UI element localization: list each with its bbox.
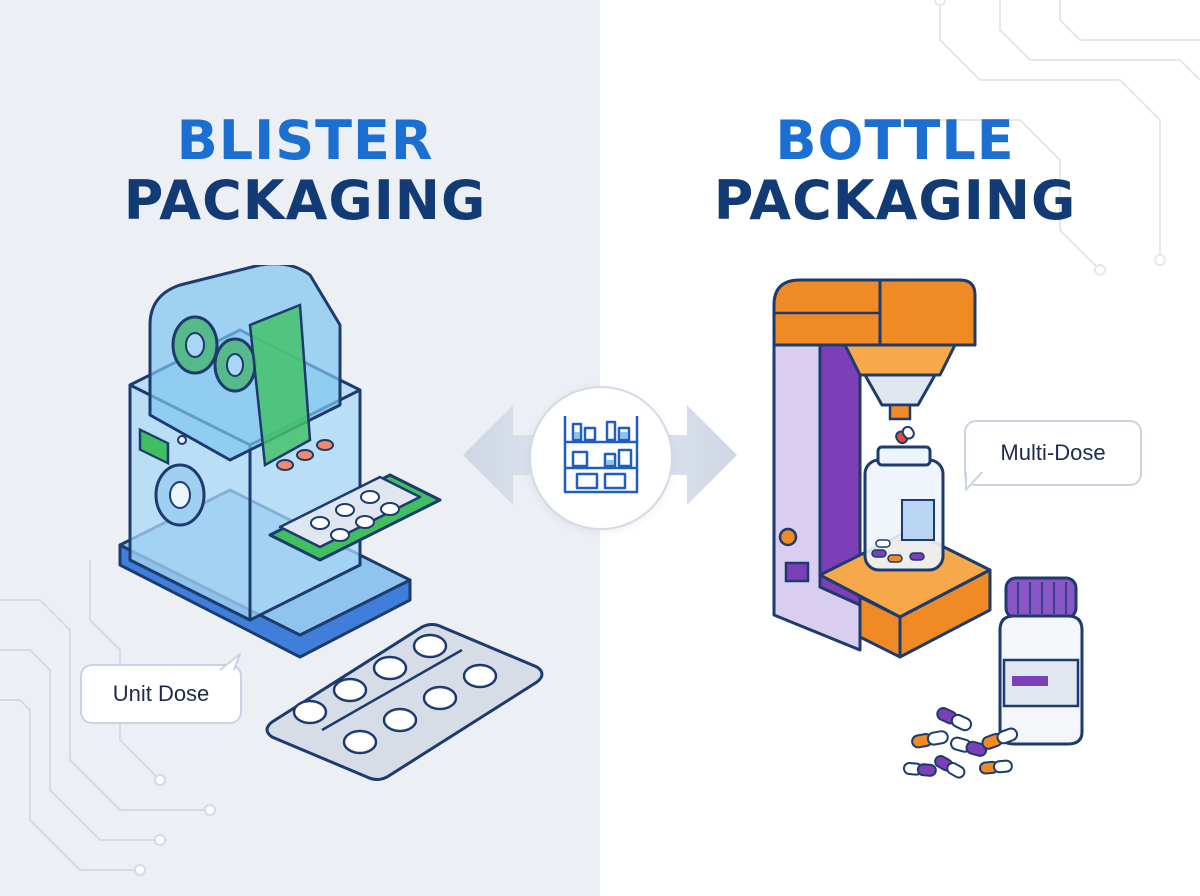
multi-dose-text: Multi-Dose — [1000, 440, 1106, 465]
circuit-decoration-left-icon — [0, 560, 216, 876]
pill-bottle-icon — [998, 576, 1084, 746]
unit-dose-label: Unit Dose — [80, 664, 242, 724]
blister-title-line2: PACKAGING — [123, 169, 487, 232]
unit-dose-text: Unit Dose — [112, 681, 210, 706]
pharmacy-shelf-icon — [563, 416, 639, 494]
bottle-title-line2: PACKAGING — [713, 169, 1077, 232]
blister-title-line1: BLISTER — [176, 109, 434, 172]
capsules-icon — [902, 707, 1019, 779]
blister-packaging-title: BLISTER PACKAGING — [80, 114, 530, 228]
bottle-packaging-title: BOTTLE PACKAGING — [670, 114, 1120, 228]
multi-dose-label: Multi-Dose — [964, 420, 1142, 486]
circuit-decoration-right-icon — [920, 0, 1200, 276]
blister-packaging-machine-icon — [118, 265, 442, 659]
speech-tail-right-icon — [965, 471, 983, 491]
bottle-filling-machine-icon — [772, 278, 992, 659]
center-icon-circle — [529, 386, 673, 530]
blister-pack-icon — [265, 623, 544, 781]
speech-tail-left-icon — [219, 653, 241, 671]
bottle-title-line1: BOTTLE — [775, 109, 1015, 172]
